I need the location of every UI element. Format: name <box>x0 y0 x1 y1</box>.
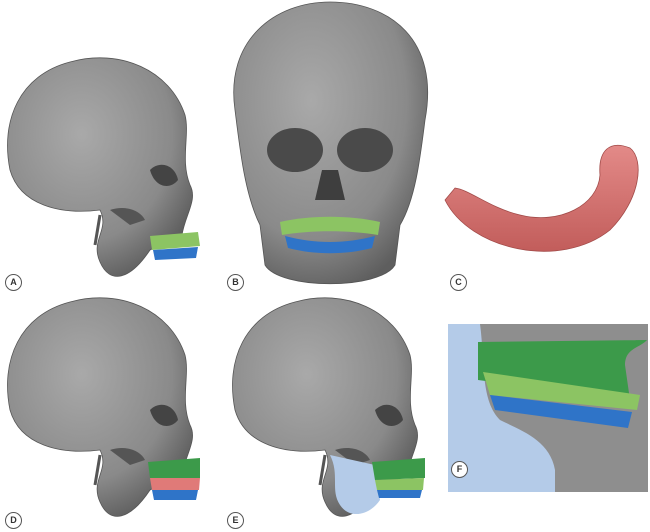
orbit-right <box>337 128 393 172</box>
panel-label-d: D <box>5 512 22 529</box>
lower-teeth-e <box>377 490 422 498</box>
spacer-d <box>150 478 200 490</box>
lower-teeth-f <box>490 395 632 428</box>
mandible-overlay-e <box>330 455 380 515</box>
mandible-overlay-f <box>448 324 555 492</box>
orbit-left <box>267 128 323 172</box>
lower-teeth-b <box>285 236 375 254</box>
panel-a-lateral-skull <box>6 56 200 278</box>
upper-teeth-a <box>150 232 200 250</box>
panel-label-f: F <box>451 461 468 478</box>
nasal-cavity <box>315 170 345 200</box>
maxilla-guide-e <box>372 458 425 480</box>
upper-teeth-e <box>375 478 424 490</box>
panel-label-b: B <box>227 274 244 291</box>
upper-teeth-b <box>280 216 380 235</box>
lower-teeth-d <box>152 490 198 500</box>
upper-teeth-f <box>483 372 640 410</box>
lower-teeth-a <box>153 247 198 260</box>
panel-f-closeup <box>448 324 648 492</box>
panel-label-c: C <box>450 274 467 291</box>
panel-label-a: A <box>5 274 22 291</box>
panel-e-lateral-skull <box>231 296 425 518</box>
panel-d-lateral-skull <box>6 296 200 518</box>
panel-b-frontal-skull <box>233 1 429 285</box>
panel-label-e: E <box>227 512 244 529</box>
maxilla-guide-d <box>148 458 200 478</box>
panel-c-dental-model <box>444 144 639 252</box>
